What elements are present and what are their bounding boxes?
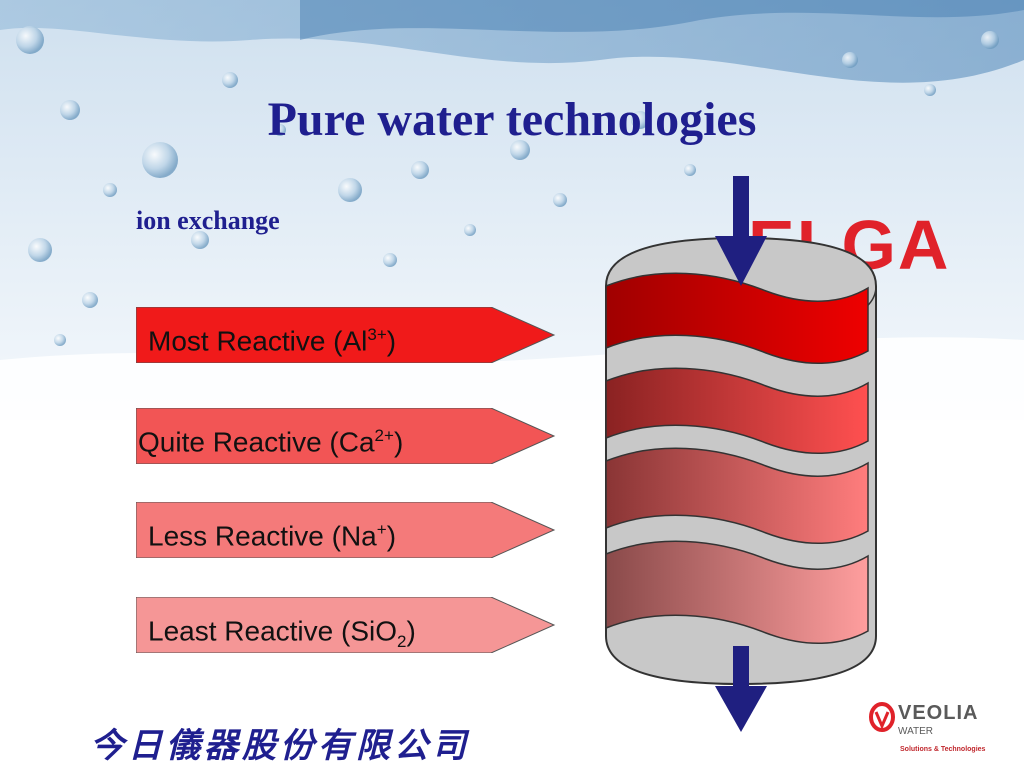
ion-exchange-column xyxy=(605,176,877,732)
resin-band-most-reactive xyxy=(605,272,869,365)
resin-band-quite-reactive xyxy=(605,367,869,455)
label-quite-reactive: Quite Reactive (Ca2+) xyxy=(136,408,556,464)
veolia-name: VEOLIA xyxy=(898,702,979,724)
inlet-arrow-icon xyxy=(715,176,767,286)
resin-band-least-reactive xyxy=(605,540,869,645)
label-text: Most Reactive (Al3+) xyxy=(148,325,397,357)
label-less-reactive: Less Reactive (Na+) xyxy=(136,502,556,558)
outlet-arrow-icon xyxy=(715,646,767,732)
label-arrow-shape xyxy=(136,408,556,464)
veolia-logo: VEOLIA WATER Solutions & Technologies xyxy=(866,700,1016,760)
company-name: 今日儀器股份有限公司 xyxy=(90,726,470,766)
slide-title: Pure water technologies xyxy=(267,93,757,146)
label-text: Least Reactive (SiO2) xyxy=(148,615,416,651)
veolia-tagline: Solutions & Technologies xyxy=(900,746,986,753)
label-least-reactive: Least Reactive (SiO2) xyxy=(136,597,556,653)
label-arrow-shape xyxy=(136,502,556,558)
resin-band-less-reactive xyxy=(605,447,869,545)
label-most-reactive: Most Reactive (Al3+) xyxy=(136,307,556,363)
veolia-sub: WATER xyxy=(898,726,933,737)
slide-subtitle: ion exchange xyxy=(136,206,280,235)
label-text: Less Reactive (Na+) xyxy=(148,520,397,552)
label-arrow-shape xyxy=(136,597,556,653)
veolia-emblem-icon xyxy=(869,702,895,732)
label-text: Quite Reactive (Ca2+) xyxy=(138,426,404,458)
label-arrow-shape xyxy=(136,307,556,363)
